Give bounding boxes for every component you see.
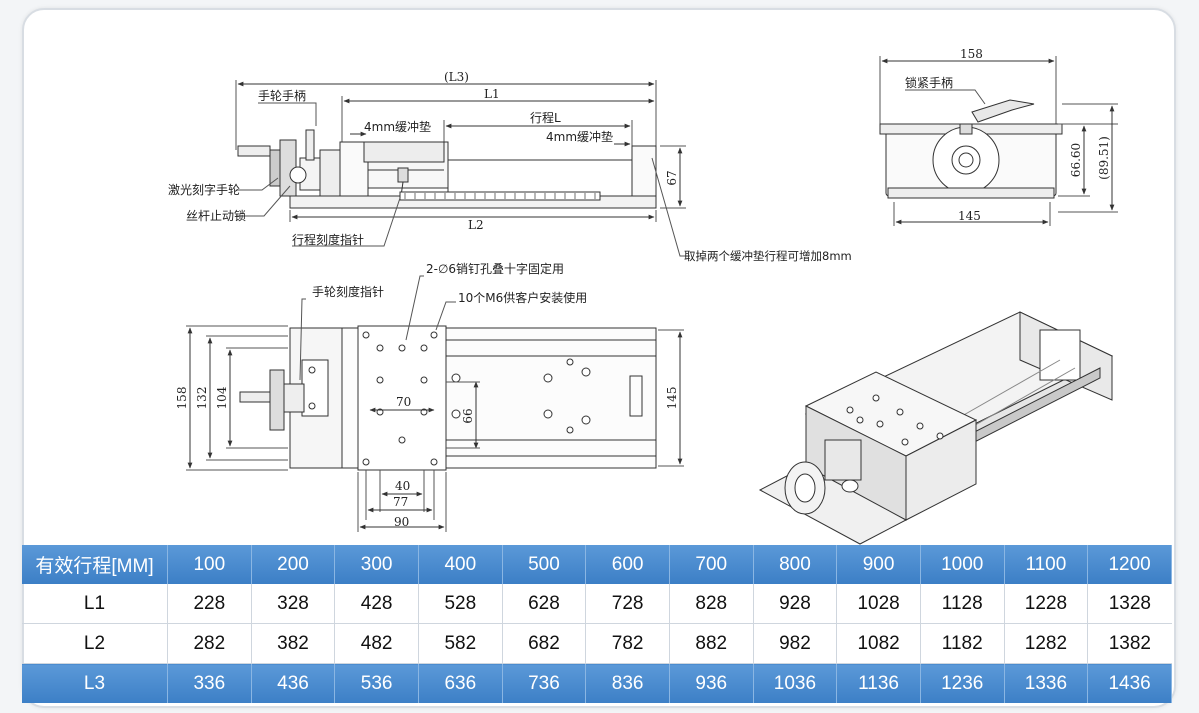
table-cell: 328 <box>251 584 336 624</box>
m6-label: 10个M6供客户安装使用 <box>458 290 587 305</box>
table-cell: 600 <box>585 545 670 584</box>
table-cell: 936 <box>669 663 754 703</box>
table-cell: 536 <box>334 663 419 703</box>
table-cell: 928 <box>753 584 838 624</box>
table-cell: 728 <box>585 584 670 624</box>
table-cell: 200 <box>251 545 336 584</box>
table-cell: 1028 <box>836 584 921 624</box>
table-cell: 982 <box>753 623 838 664</box>
pointer-label: 行程刻度指针 <box>292 232 364 247</box>
side-view <box>235 80 690 257</box>
remove-buffer-note: 取掉两个缓冲垫行程可增加8mm <box>684 249 852 263</box>
plan-dim-132: 132 <box>195 387 209 410</box>
plan-dim-40: 40 <box>395 479 410 493</box>
table-cell: 1336 <box>1004 663 1089 703</box>
dim-l3: (L3) <box>444 70 469 84</box>
table-cell: 700 <box>669 545 754 584</box>
table-cell: 1436 <box>1087 663 1172 703</box>
pin-holes-label: 2-∅6销钉孔叠十字固定用 <box>426 261 564 276</box>
table-cell: 300 <box>334 545 419 584</box>
buffer-left-label: 4mm缓冲垫 <box>364 119 431 134</box>
table-cell: 800 <box>753 545 838 584</box>
table-cell: 500 <box>502 545 587 584</box>
wheel-pointer-label: 手轮刻度指针 <box>312 284 384 299</box>
table-cell: 400 <box>418 545 503 584</box>
table-cell: 582 <box>418 623 503 664</box>
dim-l2: L2 <box>468 218 484 232</box>
end-dim-8951: (89.51) <box>1097 136 1111 180</box>
buffer-right-label: 4mm缓冲垫 <box>546 129 613 144</box>
row-label-cell: 有效行程[MM] <box>22 545 168 584</box>
table-cell: 1282 <box>1004 623 1089 664</box>
laser-wheel-label: 激光刻字手轮 <box>168 182 240 197</box>
table-cell: 682 <box>502 623 587 664</box>
table-cell: 1182 <box>920 623 1005 664</box>
table-cell: 428 <box>334 584 419 624</box>
table-cell: 900 <box>836 545 921 584</box>
table-cell: 1228 <box>1004 584 1089 624</box>
dim-67: 67 <box>665 170 679 185</box>
plan-dim-158: 158 <box>175 387 189 410</box>
plan-dim-90: 90 <box>394 515 409 529</box>
end-dim-145: 145 <box>958 209 981 223</box>
table-cell: 836 <box>585 663 670 703</box>
table-cell: 1100 <box>1004 545 1089 584</box>
plan-dim-66: 66 <box>461 408 475 423</box>
table-cell: 1236 <box>920 663 1005 703</box>
table-cell: 100 <box>167 545 252 584</box>
table-cell: 882 <box>669 623 754 664</box>
isometric-view <box>758 311 1114 545</box>
end-view <box>879 56 1118 226</box>
table-cell: 1000 <box>920 545 1005 584</box>
end-dim-158: 158 <box>960 47 983 61</box>
table-cell: 1382 <box>1087 623 1172 664</box>
table-cell: 736 <box>502 663 587 703</box>
stroke-label: 行程L <box>530 110 561 125</box>
plan-view <box>186 275 684 532</box>
table-cell: 1200 <box>1087 545 1172 584</box>
table-cell: 628 <box>502 584 587 624</box>
row-label-cell: L2 <box>22 623 168 664</box>
table-cell: 1036 <box>753 663 838 703</box>
table-cell: 228 <box>167 584 252 624</box>
table-cell: 1082 <box>836 623 921 664</box>
table-cell: 828 <box>669 584 754 624</box>
table-cell: 336 <box>167 663 252 703</box>
table-cell: 482 <box>334 623 419 664</box>
screw-lock-label: 丝杆止动锁 <box>186 208 246 223</box>
table-cell: 1128 <box>920 584 1005 624</box>
plan-dim-104: 104 <box>215 386 229 409</box>
table-cell: 436 <box>251 663 336 703</box>
table-cell: 282 <box>167 623 252 664</box>
table-cell: 1136 <box>836 663 921 703</box>
table-cell: 636 <box>418 663 503 703</box>
table-cell: 1328 <box>1087 584 1172 624</box>
plan-dim-77: 77 <box>393 495 408 509</box>
lock-handle-label: 锁紧手柄 <box>905 75 953 90</box>
table-cell: 782 <box>585 623 670 664</box>
handwheel-label: 手轮手柄 <box>258 89 306 103</box>
dim-l1: L1 <box>484 87 500 101</box>
plan-dim-145: 145 <box>665 387 679 410</box>
table-cell: 382 <box>251 623 336 664</box>
row-label-cell: L1 <box>22 584 168 624</box>
end-dim-6660: 66.60 <box>1069 143 1083 177</box>
table-cell: 528 <box>418 584 503 624</box>
plan-dim-70: 70 <box>396 395 411 409</box>
row-label-cell: L3 <box>22 663 168 703</box>
